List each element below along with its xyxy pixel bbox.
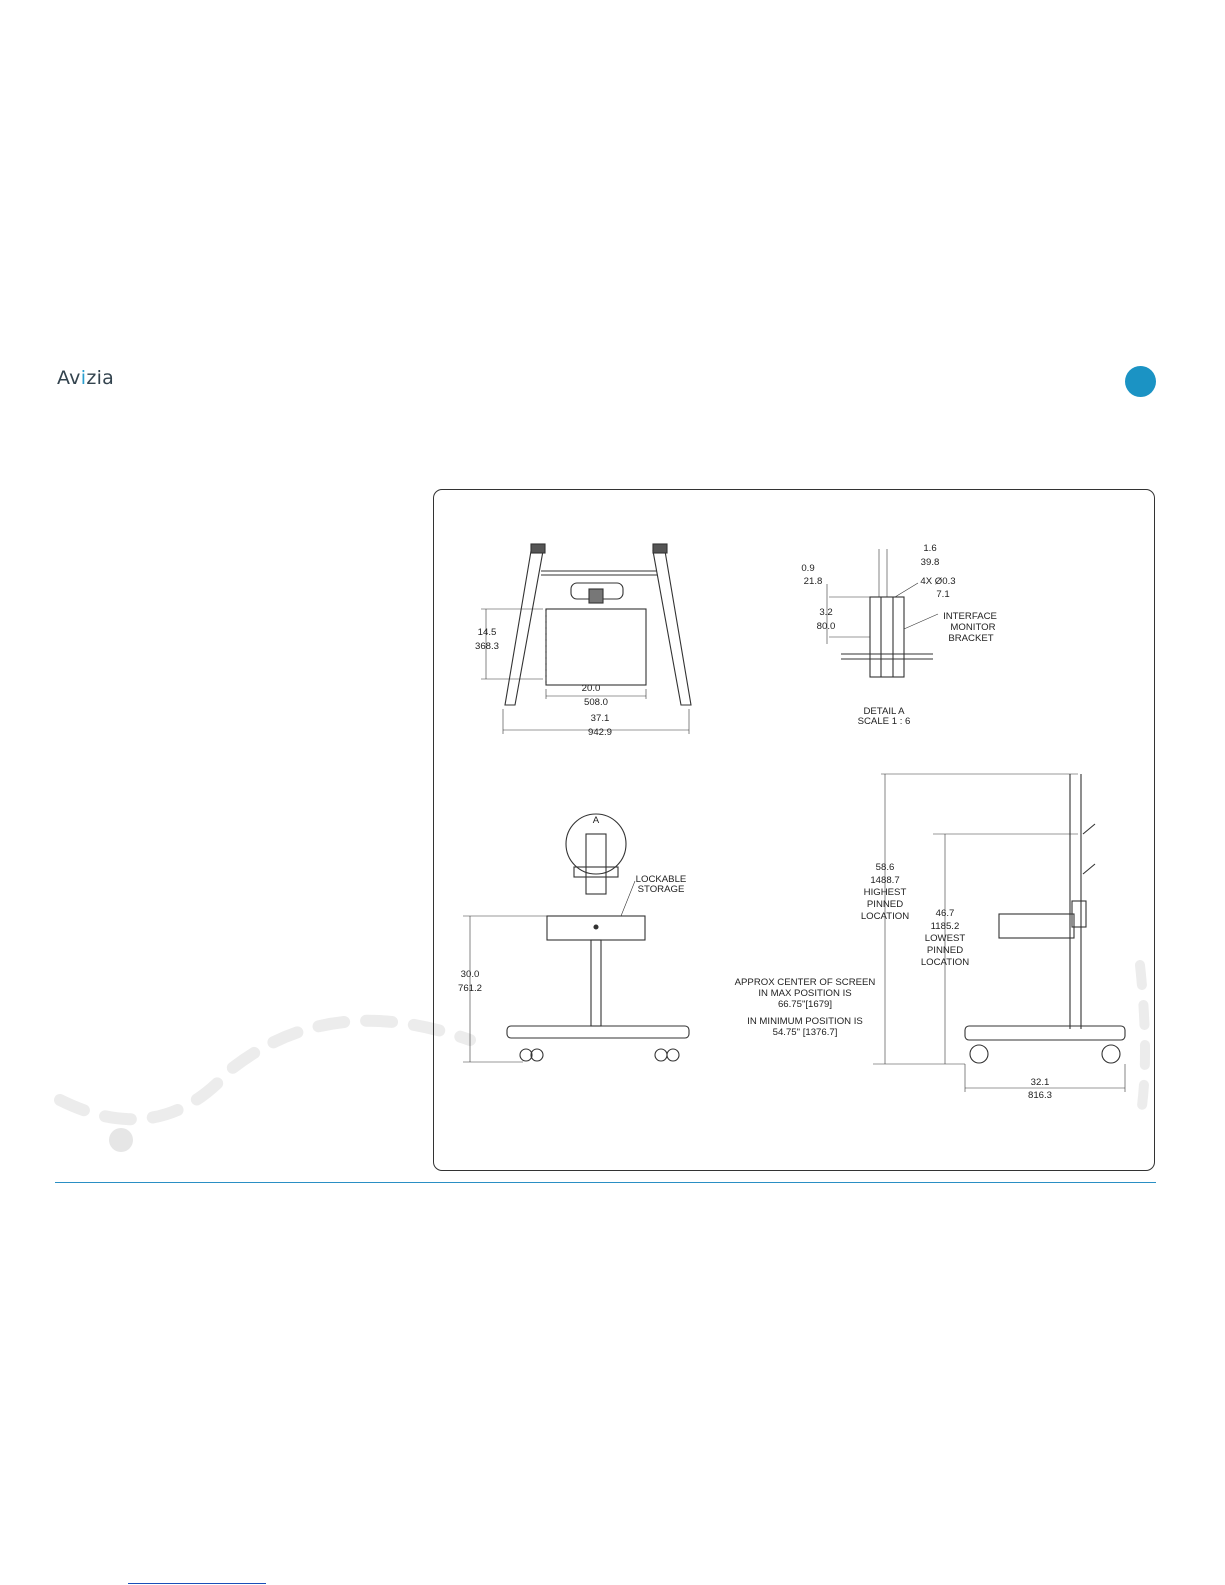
detail-hole-in: 4X Ø0.3 [920, 576, 955, 587]
detail-callout: A [593, 815, 600, 826]
detail-title-line2: SCALE 1 : 6 [858, 716, 911, 727]
front-view [463, 813, 690, 1063]
detail-title-line1: DETAIL A [863, 706, 905, 717]
side-high-in: 58.6 [876, 862, 895, 873]
front-height-in: 30.0 [461, 969, 480, 980]
side-view [873, 773, 1126, 1092]
detail-d3-mm: 80.0 [817, 621, 836, 632]
detail-d1-in: 1.6 [923, 543, 936, 554]
detail-bracket-line2: MONITOR [950, 622, 995, 633]
top-outer-width-mm: 942.9 [588, 727, 612, 738]
note-line4: IN MINIMUM POSITION IS [747, 1016, 863, 1027]
front-height-mm: 761.2 [458, 983, 482, 994]
top-outer-width-in: 37.1 [591, 713, 610, 724]
detail-a-view [826, 549, 939, 678]
detail-hole-mm: 7.1 [936, 589, 949, 600]
detail-bracket-line1: INTERFACE [943, 611, 997, 622]
note-line3: 66.75"[1679] [778, 999, 832, 1010]
side-high-line3: LOCATION [861, 911, 909, 922]
top-height-mm: 368.3 [475, 641, 499, 652]
side-high-mm: 1488.7 [870, 875, 899, 886]
top-inner-width-in: 20.0 [582, 683, 601, 694]
note-line5: 54.75" [1376.7] [773, 1027, 838, 1038]
top-inner-width-mm: 508.0 [584, 697, 608, 708]
top-height-in: 14.5 [478, 627, 497, 638]
detail-d1-mm: 39.8 [921, 557, 940, 568]
footer-link-underline[interactable] [128, 1583, 266, 1584]
top-view [481, 543, 692, 734]
side-high-line2: PINNED [867, 899, 903, 910]
side-low-line1: LOWEST [925, 933, 966, 944]
side-depth-mm: 816.3 [1028, 1090, 1052, 1101]
side-high-line1: HIGHEST [864, 887, 907, 898]
detail-d2-in: 0.9 [801, 563, 814, 574]
side-low-line2: PINNED [927, 945, 963, 956]
side-depth-in: 32.1 [1031, 1077, 1050, 1088]
detail-d3-in: 3.2 [819, 607, 832, 618]
detail-bracket-line3: BRACKET [948, 633, 993, 644]
side-low-in: 46.7 [936, 908, 955, 919]
technical-drawing: 14.5 368.3 20.0 508.0 37.1 942.9 1.6 39.… [458, 543, 1126, 1101]
page-badge-dot [1125, 366, 1156, 397]
detail-d2-mm: 21.8 [804, 576, 823, 587]
footer-rule [55, 1182, 1156, 1183]
side-low-line3: LOCATION [921, 957, 969, 968]
front-storage-line1: LOCKABLE [636, 874, 687, 885]
note-line1: APPROX CENTER OF SCREEN [735, 977, 876, 988]
drawing-frame [433, 489, 1155, 1171]
front-storage-line2: STORAGE [638, 884, 685, 895]
note-line2: IN MAX POSITION IS [758, 988, 851, 999]
avizia-logo: Avizia [57, 367, 115, 389]
side-low-mm: 1185.2 [931, 921, 960, 932]
